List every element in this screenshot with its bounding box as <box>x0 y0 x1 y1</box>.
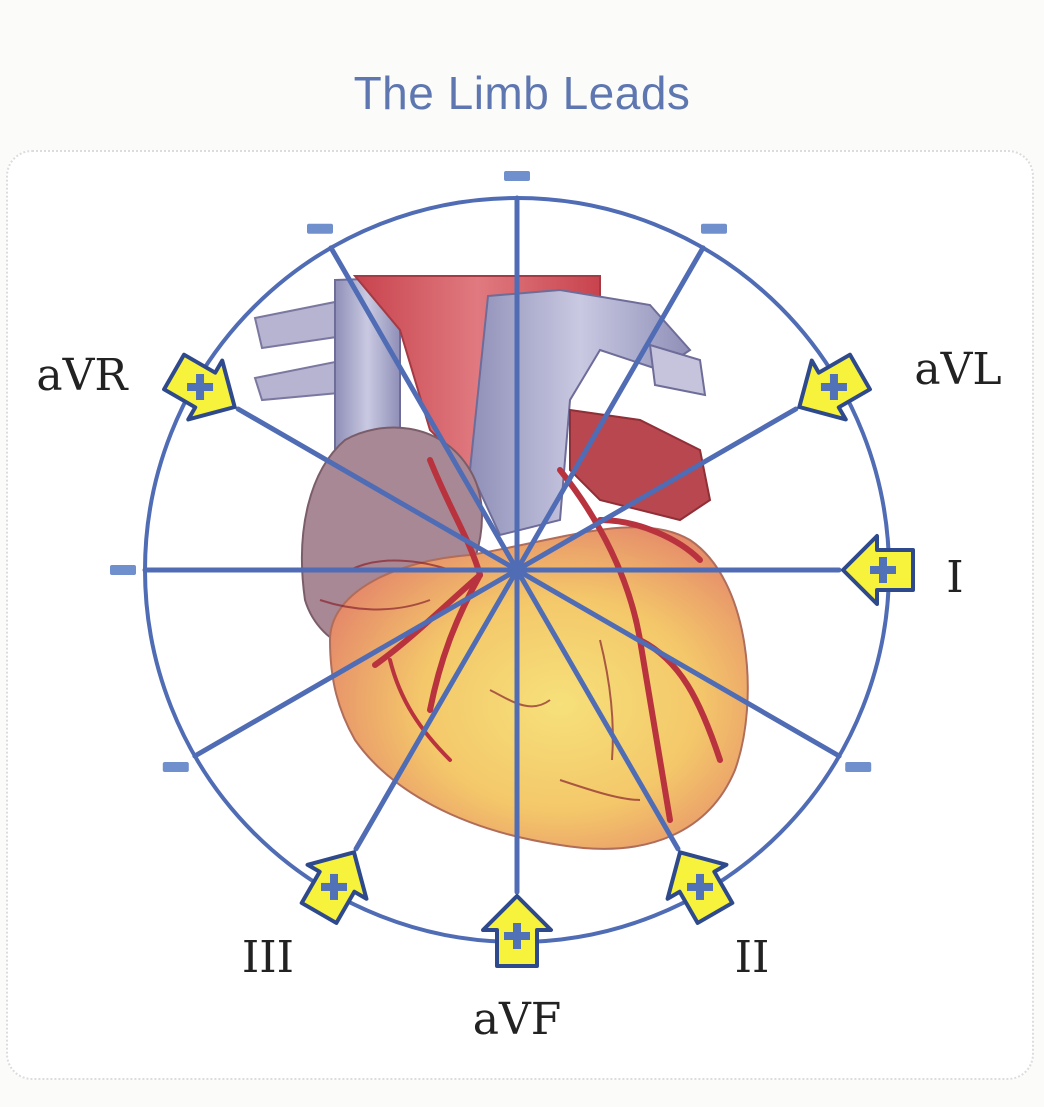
plus-icon <box>321 873 347 900</box>
lead-label-aVR: aVR <box>36 350 129 401</box>
positive-pole-arrow-aVR <box>162 352 237 422</box>
pulmonary-branch-right <box>648 343 707 397</box>
lead-label-III: III <box>242 932 294 983</box>
lead-label-II: II <box>735 932 770 983</box>
positive-pole-arrow-aVL <box>797 352 872 422</box>
plus-icon <box>870 557 896 583</box>
negative-pole-II <box>307 223 333 234</box>
pulmonary-veins-left <box>253 298 352 402</box>
plus-icon <box>187 374 214 400</box>
positive-pole-arrow-aVF <box>481 894 553 968</box>
positive-pole-arrow-II <box>665 850 735 925</box>
pulmonary-artery <box>468 288 692 537</box>
page-title: The Limb Leads <box>353 67 691 119</box>
lead-axis-II <box>328 245 681 852</box>
negative-pole-aVF <box>504 171 530 181</box>
lead-axis-III <box>353 245 706 852</box>
lead-label-aVF: aVF <box>473 994 562 1045</box>
positive-pole-arrow-III <box>299 850 369 925</box>
negative-pole-aVR <box>845 762 872 772</box>
negative-pole-III <box>701 223 727 234</box>
plus-icon <box>504 923 530 949</box>
plus-icon <box>687 873 713 900</box>
lead-axis-aVR <box>235 406 842 759</box>
lead-label-I: I <box>946 552 963 603</box>
negative-pole-I <box>110 565 136 575</box>
plus-icon <box>820 374 847 400</box>
negative-pole-aVL <box>162 762 189 772</box>
lead-axis-aVL <box>192 406 799 759</box>
ventricles <box>328 526 749 850</box>
positive-pole-arrow-I <box>841 534 915 606</box>
left-atrium <box>569 408 712 522</box>
heart-illustration <box>253 275 749 850</box>
lead-label-aVL: aVL <box>914 344 1001 395</box>
